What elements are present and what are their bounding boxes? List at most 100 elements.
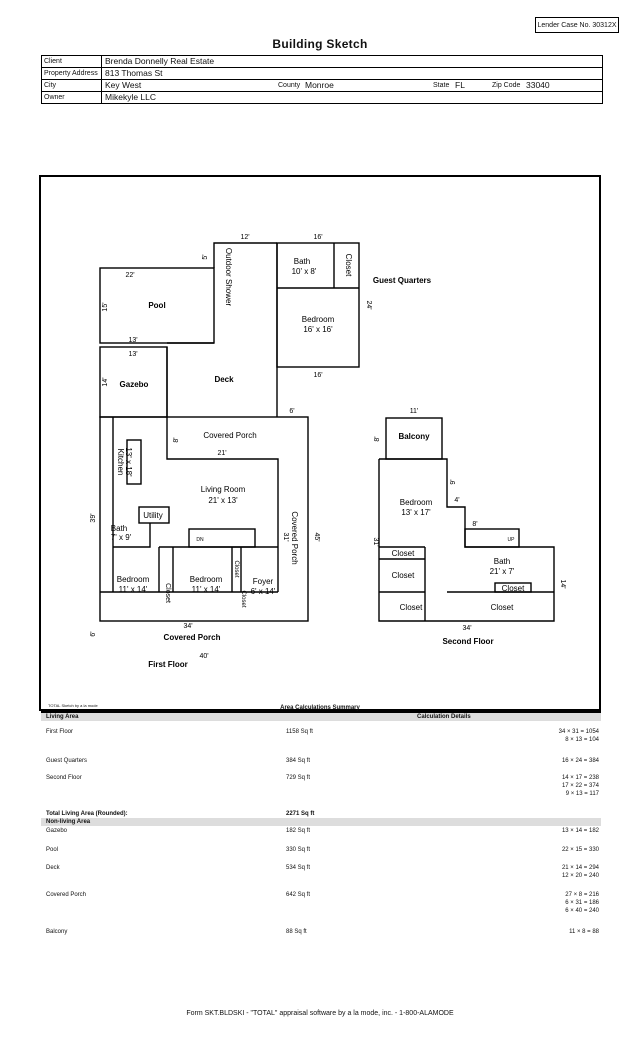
room-bath-sf-size: 21' x 7' xyxy=(490,567,515,576)
city-value: Key West xyxy=(105,80,142,90)
room-foyer-size: 6' x 14' xyxy=(251,587,276,596)
row-gazebo-calc-1: 13 × 14 = 182 xyxy=(561,828,599,834)
dim-34a: 34' xyxy=(183,623,192,630)
dim-8b: 8' xyxy=(374,436,381,441)
row-second-floor-calc-1: 14 × 17 = 238 xyxy=(561,775,599,781)
room-closet-sf2: Closet xyxy=(392,571,415,580)
zip-label: Zip Code xyxy=(492,82,521,89)
dim-21: 21' xyxy=(217,450,226,457)
row-deck-area: 534 Sq ft xyxy=(286,865,311,871)
row-pool-area: 330 Sq ft xyxy=(286,847,311,853)
label-stairs-down: DN xyxy=(196,537,204,543)
header-row-address: Property Address 813 Thomas St xyxy=(42,68,602,80)
header-row-owner: Owner Mikekyle LLC xyxy=(42,92,602,103)
room-bedroom2-size: 11' x 14' xyxy=(192,585,221,594)
dim-45: 45' xyxy=(313,532,320,541)
dim-31a: 31' xyxy=(282,532,289,541)
room-kitchen: Kitchen xyxy=(116,449,125,476)
room-bedroom-gq: Bedroom xyxy=(302,315,335,324)
dim-6a: 6' xyxy=(289,408,294,415)
address-value: 813 Thomas St xyxy=(105,68,163,78)
dim-12: 12' xyxy=(240,234,249,241)
row-gazebo-name: Gazebo xyxy=(46,828,68,834)
label-first-floor: First Floor xyxy=(148,660,188,669)
row-covered-porch-calc-1: 27 × 8 = 216 xyxy=(565,892,599,898)
living-area-header xyxy=(41,713,601,721)
room-bedroom-sf-size: 13' x 17' xyxy=(401,508,431,517)
room-bath-gq: Bath xyxy=(294,257,310,266)
row-balcony-area: 88 Sq ft xyxy=(286,929,307,935)
room-bedroom1-size: 11' x 14' xyxy=(119,585,148,594)
label-stairs-up: UP xyxy=(508,537,516,543)
row-second-floor-calc-3: 9 × 13 = 117 xyxy=(565,791,599,797)
calc-details-label: Calculation Details xyxy=(417,714,471,720)
dim-5: 5' xyxy=(202,254,209,259)
row-covered-porch-area: 642 Sq ft xyxy=(286,892,311,898)
owner-label: Owner xyxy=(44,94,65,101)
zip-value: 33040 xyxy=(526,80,550,90)
row-pool-name: Pool xyxy=(46,847,59,853)
row-balcony-name: Balcony xyxy=(46,929,68,935)
room-bedroom2: Bedroom xyxy=(190,575,223,584)
address-label: Property Address xyxy=(44,70,98,77)
room-outdoor-shower: Outdoor Shower xyxy=(224,248,233,307)
row-second-floor-calc-2: 17 × 22 = 374 xyxy=(561,783,599,789)
row-second-floor-name: Second Floor xyxy=(46,775,82,781)
room-closet3: Closet xyxy=(240,590,246,607)
dim-34b: 34' xyxy=(462,625,471,632)
county-value: Monroe xyxy=(305,80,334,90)
room-foyer: Foyer xyxy=(253,577,274,586)
room-bath-ff-size: 7' x 9' xyxy=(111,533,132,542)
city-label: City xyxy=(44,82,57,89)
dim-24: 24' xyxy=(365,300,372,309)
dim-4: 4' xyxy=(454,497,459,504)
living-area-label: Living Area xyxy=(46,714,79,720)
floor-plan-drawing: Pool Gazebo Deck Outdoor Shower Bath 10'… xyxy=(90,234,566,669)
owner-value: Mikekyle LLC xyxy=(105,92,157,102)
header-row-city: City Key West County Monroe State FL Zip… xyxy=(42,80,602,92)
dim-8a: 8' xyxy=(173,437,180,442)
row-covered-porch-calc-3: 6 × 40 = 240 xyxy=(565,908,599,914)
row-first-floor-calc-1: 34 × 31 = 1054 xyxy=(558,729,599,735)
room-living-room: Living Room xyxy=(201,485,246,494)
room-gazebo: Gazebo xyxy=(120,380,149,389)
dim-40: 40' xyxy=(199,653,208,660)
first-floor-outline xyxy=(99,416,309,622)
room-closet2: Closet xyxy=(233,560,239,577)
dim-14: 14' xyxy=(102,377,109,386)
room-kitchen-size: 13' x 18' xyxy=(124,447,133,477)
total-living-value: 2271 Sq ft xyxy=(286,811,315,817)
room-bath-ff: Bath xyxy=(111,524,127,533)
dim-15: 15' xyxy=(102,302,109,311)
non-living-header xyxy=(41,818,601,826)
state-value: FL xyxy=(455,80,465,90)
room-closet-sf5: Closet xyxy=(491,603,514,612)
pool-outline xyxy=(99,267,215,344)
room-utility: Utility xyxy=(143,511,163,520)
room-covered-porch-bottom: Covered Porch xyxy=(164,633,221,642)
room-bath-sf: Bath xyxy=(494,557,510,566)
room-balcony: Balcony xyxy=(398,432,430,441)
row-covered-porch-name: Covered Porch xyxy=(46,892,87,898)
dim-11: 11' xyxy=(410,408,419,415)
row-balcony-calc-1: 11 × 8 = 88 xyxy=(569,929,599,935)
room-bath-gq-size: 10' x 8' xyxy=(292,267,317,276)
room-living-room-size: 21' x 13' xyxy=(208,496,238,505)
row-deck-name: Deck xyxy=(46,865,60,871)
shower-outline xyxy=(213,242,277,268)
guest-quarters-outline xyxy=(276,242,360,368)
row-guest-quarters-calc-1: 16 × 24 = 384 xyxy=(561,758,599,764)
form-footer: Form SKT.BLDSKI - "TOTAL" appraisal soft… xyxy=(186,1010,454,1017)
dim-31b: 31' xyxy=(372,537,379,546)
label-second-floor: Second Floor xyxy=(442,637,493,646)
area-calculations-table: Living Area Calculation Details First Fl… xyxy=(41,711,601,935)
page-title: Building Sketch xyxy=(272,37,368,51)
row-guest-quarters-area: 384 Sq ft xyxy=(286,758,311,764)
room-bedroom-gq-size: 16' x 16' xyxy=(303,325,333,334)
label-guest-quarters: Guest Quarters xyxy=(373,276,432,285)
area-summary-title: Area Calculations Summary xyxy=(280,705,360,711)
client-label: Client xyxy=(44,58,62,65)
dim-39: 39' xyxy=(90,513,97,522)
room-closet1: Closet xyxy=(164,583,171,603)
room-closet-sf3: Closet xyxy=(400,603,423,612)
